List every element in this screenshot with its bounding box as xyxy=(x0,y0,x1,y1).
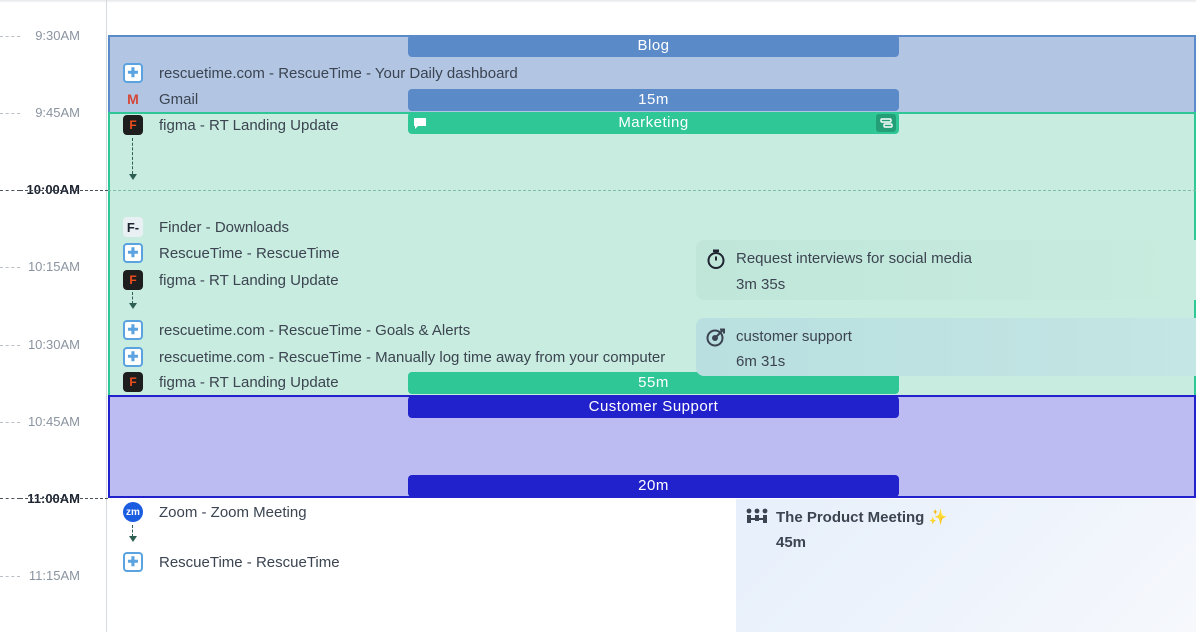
rescuetime-icon: ✚ xyxy=(123,320,143,340)
card-title: The Product Meeting ✨ xyxy=(776,509,948,526)
product-meeting-event[interactable] xyxy=(736,499,1196,632)
tick-mark xyxy=(0,498,20,499)
activity-label: figma - RT Landing Update xyxy=(159,373,339,391)
activity-label: Gmail xyxy=(159,90,199,108)
continuation-arrow-icon xyxy=(129,536,137,542)
activity-label: figma - RT Landing Update xyxy=(159,116,339,134)
time-label: 9:45AM xyxy=(35,105,80,120)
customer-support-duration-pill: 20m xyxy=(408,475,899,497)
meeting-card[interactable]: The Product Meeting ✨ 45m xyxy=(736,499,1196,569)
hour-line xyxy=(108,190,1196,191)
activity-label: rescuetime.com - RescueTime - Goals & Al… xyxy=(159,321,471,339)
hour-line xyxy=(20,190,108,191)
activity-row[interactable]: ✚ RescueTime - RescueTime xyxy=(123,551,340,573)
stopwatch-icon xyxy=(705,248,727,270)
blog-title-pill[interactable]: Blog xyxy=(408,35,899,57)
time-label: 10:30AM xyxy=(27,337,80,352)
activity-row[interactable]: F figma - RT Landing Update xyxy=(123,114,339,136)
target-icon xyxy=(705,326,727,348)
tick-mark xyxy=(0,36,20,37)
activity-label: RescueTime - RescueTime xyxy=(159,553,340,571)
comment-icon[interactable] xyxy=(411,114,429,132)
activity-label: Finder - Downloads xyxy=(159,218,290,236)
time-label: 11:15AM xyxy=(28,568,80,583)
rescuetime-icon: ✚ xyxy=(123,243,143,263)
card-title: Request interviews for social media xyxy=(736,250,972,267)
time-label: 10:00AM xyxy=(26,182,80,197)
activity-label: RescueTime - RescueTime xyxy=(159,244,340,262)
activity-label: rescuetime.com - RescueTime - Your Daily… xyxy=(159,64,518,82)
card-title: customer support xyxy=(736,328,852,345)
continuation-arrow-icon xyxy=(129,303,137,309)
activity-row[interactable]: M Gmail xyxy=(123,88,198,110)
rescuetime-icon: ✚ xyxy=(123,63,143,83)
figma-icon: F xyxy=(123,270,143,290)
meeting-icon xyxy=(745,507,769,527)
tick-mark xyxy=(0,422,20,423)
toggle-icon[interactable] xyxy=(876,114,896,132)
rescuetime-icon: ✚ xyxy=(123,347,143,367)
support-card[interactable]: customer support 6m 31s xyxy=(696,318,1196,376)
activity-row[interactable]: ✚ rescuetime.com - RescueTime - Goals & … xyxy=(123,319,470,341)
rescuetime-icon: ✚ xyxy=(123,552,143,572)
tick-mark xyxy=(0,113,20,114)
activity-row[interactable]: ✚ RescueTime - RescueTime xyxy=(123,242,340,264)
figma-icon: F xyxy=(123,115,143,135)
activity-label: rescuetime.com - RescueTime - Manually l… xyxy=(159,348,666,366)
marketing-title: Marketing xyxy=(618,114,689,131)
tick-mark xyxy=(0,576,20,577)
continuation-line xyxy=(132,292,133,304)
continuation-line xyxy=(132,138,133,174)
activity-row[interactable]: F figma - RT Landing Update xyxy=(123,371,339,393)
marketing-duration-pill: 55m xyxy=(408,372,899,394)
card-duration: 6m 31s xyxy=(736,353,786,370)
activity-row[interactable]: ✚ rescuetime.com - RescueTime - Manually… xyxy=(123,346,665,368)
card-duration: 3m 35s xyxy=(736,276,786,293)
activity-label: figma - RT Landing Update xyxy=(159,271,339,289)
time-label: 9:30AM xyxy=(35,28,80,43)
top-shadow xyxy=(0,0,1196,3)
activity-row[interactable]: ✚ rescuetime.com - RescueTime - Your Dai… xyxy=(123,62,518,84)
blog-duration-pill: 15m xyxy=(408,89,899,111)
activity-label: Zoom - Zoom Meeting xyxy=(159,503,307,521)
activity-row[interactable]: F figma - RT Landing Update xyxy=(123,269,339,291)
gmail-icon: M xyxy=(127,91,139,107)
timeline-axis xyxy=(106,0,107,632)
tick-mark xyxy=(0,267,20,268)
hour-line xyxy=(20,498,108,499)
card-duration: 45m xyxy=(776,534,807,551)
customer-support-title-pill[interactable]: Customer Support xyxy=(408,396,899,418)
time-label: 10:45AM xyxy=(27,414,80,429)
tick-mark xyxy=(0,345,20,346)
interviews-card[interactable]: Request interviews for social media 3m 3… xyxy=(696,240,1196,300)
activity-row[interactable]: zm Zoom - Zoom Meeting xyxy=(123,501,307,523)
tick-mark xyxy=(0,190,20,191)
continuation-line xyxy=(132,525,133,537)
marketing-title-pill[interactable]: Marketing xyxy=(408,112,899,134)
continuation-arrow-icon xyxy=(129,174,137,180)
activity-row[interactable]: F- Finder - Downloads xyxy=(123,216,289,238)
zoom-icon: zm xyxy=(123,502,143,522)
time-label: 10:15AM xyxy=(27,259,80,274)
figma-icon: F xyxy=(123,372,143,392)
finder-icon: F- xyxy=(123,217,143,237)
